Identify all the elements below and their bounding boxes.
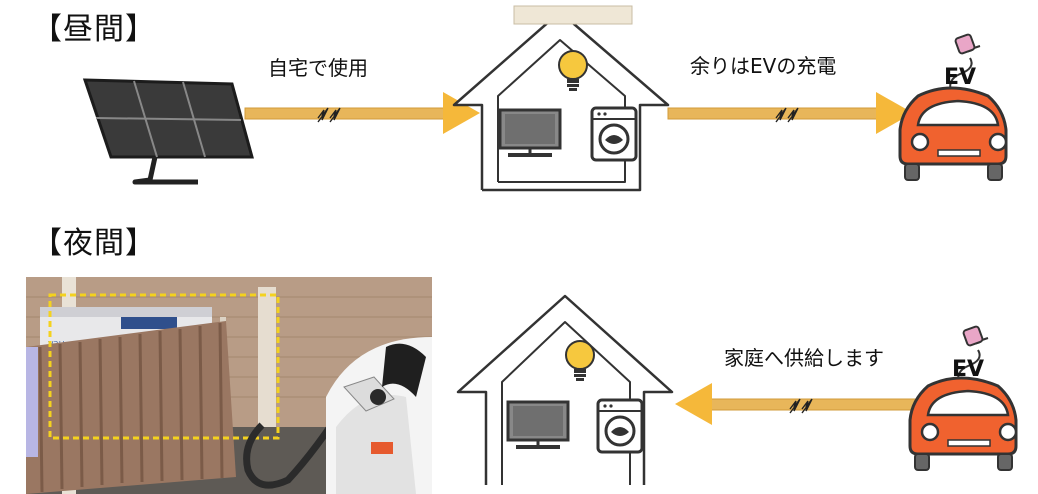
power-arrow-supply-home (675, 383, 921, 425)
v2h-photo: V2H (26, 277, 432, 494)
daytime-title: 【昼間】 (32, 12, 156, 47)
power-arrow-ev (667, 92, 913, 134)
caption-supply-home: 家庭へ供給します (724, 346, 884, 370)
caption-home-use: 自宅で使用 (268, 56, 368, 80)
ev-car-icon (898, 33, 1008, 181)
light-bulb-icon-night (565, 340, 595, 381)
nighttime-title: 【夜間】 (32, 226, 156, 261)
tv-icon (498, 108, 562, 157)
light-bulb-icon (558, 50, 588, 91)
caption-ev-charge: 余りはEVの充電 (690, 54, 837, 78)
ev-label-night: EV (952, 357, 984, 382)
house-icon-night (456, 294, 674, 485)
washing-machine-icon-night (596, 398, 644, 454)
solar-panel-icon (82, 78, 254, 185)
ev-car-icon-night (908, 325, 1018, 471)
tv-icon-night (506, 400, 570, 449)
power-arrow-home (244, 92, 480, 134)
ev-label-day: EV (944, 65, 976, 90)
house-icon (452, 5, 670, 192)
washing-machine-icon (590, 106, 638, 162)
